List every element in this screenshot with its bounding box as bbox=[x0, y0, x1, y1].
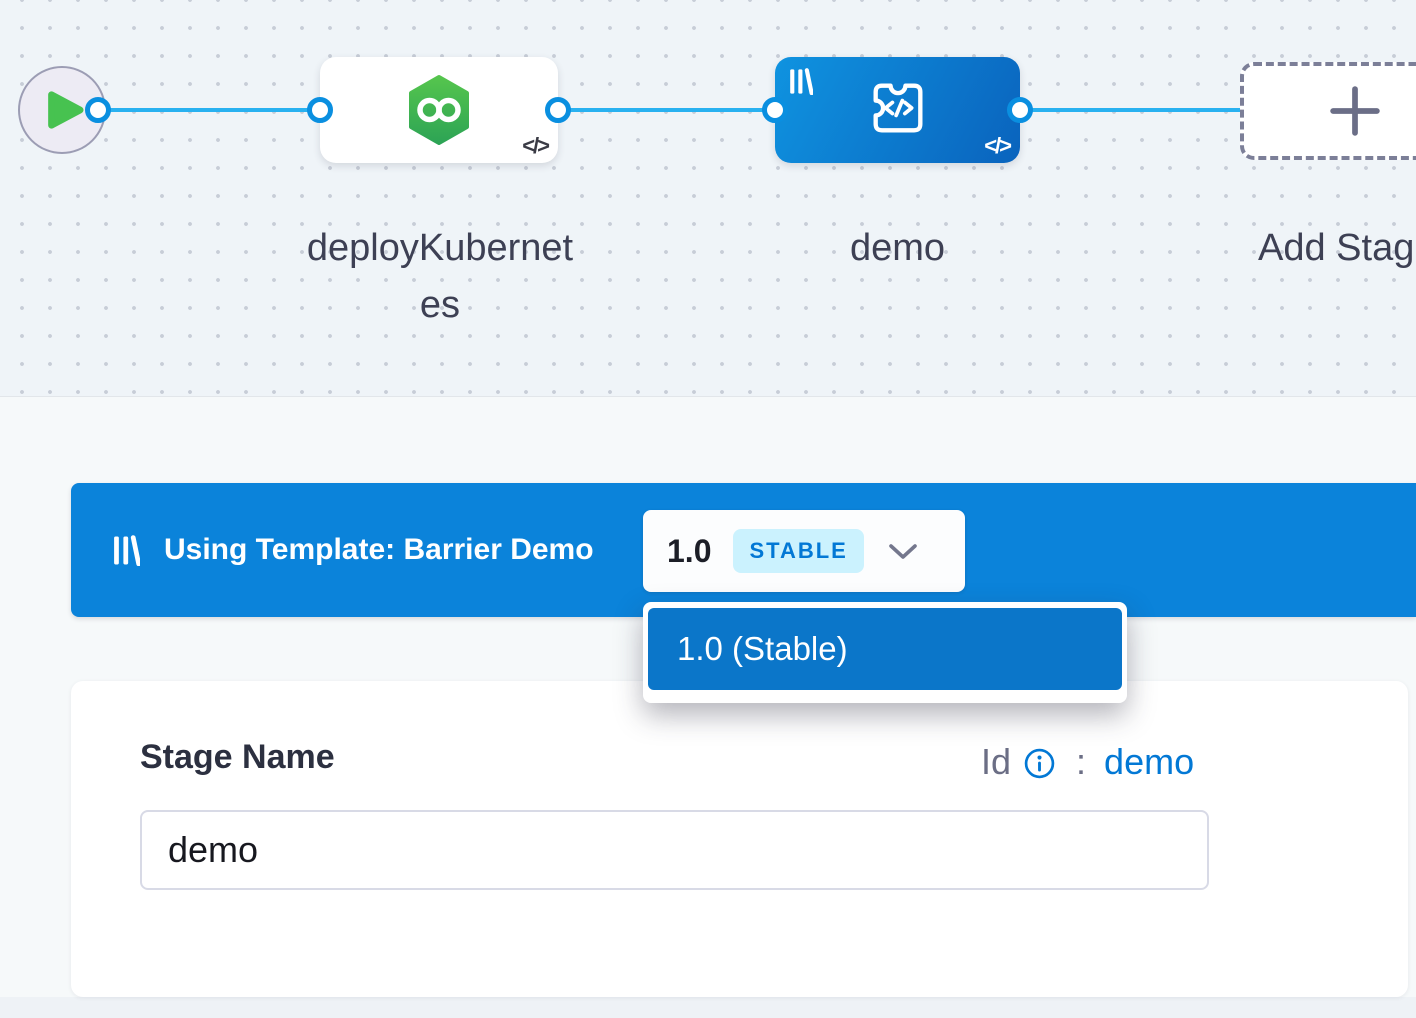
edge-deploy-to-demo bbox=[556, 108, 777, 112]
edge-start-to-deploy bbox=[98, 108, 322, 112]
play-icon bbox=[48, 91, 84, 129]
stable-badge: STABLE bbox=[733, 529, 864, 573]
stage-name-input[interactable] bbox=[140, 810, 1209, 890]
add-stage-button[interactable] bbox=[1240, 62, 1416, 160]
stage-overview-card: Stage Name Id : demo bbox=[71, 681, 1408, 997]
id-label: Id bbox=[981, 741, 1012, 782]
custom-stage-icon bbox=[873, 83, 923, 133]
stage-node-demo[interactable]: </> bbox=[775, 57, 1020, 163]
connector-port[interactable] bbox=[307, 97, 333, 123]
connector-port[interactable] bbox=[1007, 97, 1033, 123]
code-view-icon: </> bbox=[522, 133, 550, 158]
edge-demo-to-add bbox=[1018, 108, 1242, 112]
template-icon bbox=[114, 534, 140, 566]
id-separator: : bbox=[1076, 741, 1087, 782]
connector-port[interactable] bbox=[85, 97, 111, 123]
pipeline-canvas[interactable]: </> </> deployKubernetes demo A bbox=[0, 0, 1416, 397]
stage-label-demo: demo bbox=[849, 227, 946, 269]
template-version: 1.0 bbox=[667, 532, 712, 569]
version-dropdown-menu: 1.0 (Stable) bbox=[643, 602, 1127, 703]
connector-port[interactable] bbox=[545, 97, 571, 123]
connector-port[interactable] bbox=[762, 97, 788, 123]
panel-footer bbox=[0, 997, 1416, 1018]
stage-id-value: demo bbox=[1104, 741, 1195, 782]
add-stage-label: Add Stage bbox=[1258, 227, 1416, 269]
stage-name-label: Stage Name bbox=[140, 738, 335, 776]
version-option-stable[interactable]: 1.0 (Stable) bbox=[648, 608, 1122, 690]
plus-icon bbox=[1330, 86, 1380, 136]
template-icon bbox=[790, 68, 813, 95]
code-view-icon: </> bbox=[984, 133, 1012, 158]
chevron-down-icon bbox=[889, 543, 917, 559]
template-banner-text: Using Template: Barrier Demo bbox=[164, 533, 594, 566]
info-icon[interactable] bbox=[1023, 747, 1056, 780]
stage-node-deploykubernetes[interactable]: </> bbox=[320, 57, 558, 163]
template-version-selector[interactable]: 1.0 STABLE bbox=[643, 510, 965, 592]
stage-id-row: Id : demo bbox=[981, 741, 1194, 783]
stage-label-deploykubernetes: deployKubernetes bbox=[306, 227, 574, 326]
cd-hexagon-icon bbox=[409, 75, 469, 145]
template-banner: Using Template: Barrier Demo 1.0 STABLE bbox=[71, 483, 1416, 617]
